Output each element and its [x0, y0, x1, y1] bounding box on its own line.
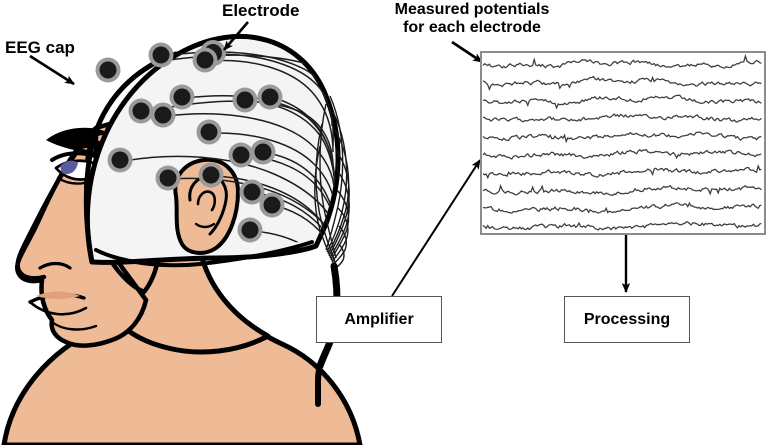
eyebrow — [46, 127, 118, 157]
electrode[interactable] — [198, 162, 224, 188]
electrode[interactable] — [232, 87, 258, 113]
eeg-trace — [482, 148, 762, 160]
amplifier-to-panel-arrow — [391, 159, 481, 297]
eeg-trace — [482, 75, 762, 92]
processing-box[interactable]: Processing — [564, 296, 690, 343]
amplifier-box-label: Amplifier — [344, 310, 414, 328]
eeg-trace — [482, 113, 762, 123]
eeg-trace — [482, 164, 762, 180]
electrode[interactable] — [239, 179, 265, 205]
electrode[interactable] — [148, 42, 174, 68]
eeg-trace — [482, 131, 762, 144]
electrode-group — [95, 40, 285, 243]
eeg-trace — [482, 53, 762, 69]
lower-lip — [28, 300, 88, 316]
amplifier-box[interactable]: Amplifier — [316, 296, 442, 343]
measured-potentials-line1: Measured potentials — [394, 1, 550, 18]
electrode[interactable] — [169, 84, 195, 110]
eeg-traces — [482, 53, 762, 231]
eeg-panel-frame — [480, 51, 766, 235]
measured-potentials-line2: for each electrode — [403, 19, 541, 37]
electrode[interactable] — [192, 47, 218, 73]
eeg-trace — [482, 94, 762, 110]
eye-iris — [60, 160, 78, 174]
electrode[interactable] — [128, 98, 154, 124]
electrode[interactable] — [259, 192, 285, 218]
eeg-cap-label: EEG cap — [5, 38, 75, 57]
measured-potentials-label: Measured potentials for each electrode — [382, 1, 562, 38]
electrode[interactable] — [107, 147, 133, 173]
eeg-trace — [482, 221, 762, 231]
electrode[interactable] — [150, 102, 176, 128]
electrode[interactable] — [155, 165, 181, 191]
processing-box-label: Processing — [583, 310, 671, 328]
cap-front-edge — [83, 51, 179, 265]
ear — [173, 157, 240, 255]
main-cable-lower — [315, 363, 323, 407]
electrode[interactable] — [257, 84, 283, 110]
eeg-trace — [482, 183, 762, 196]
eeg-cap-arrow — [29, 54, 75, 86]
eeg-trace — [482, 201, 762, 215]
electrode[interactable] — [250, 139, 276, 165]
cable-bundle-strands — [314, 95, 350, 269]
measured-potentials-arrow — [451, 40, 483, 64]
nostril — [38, 261, 72, 270]
electrode[interactable] — [228, 142, 254, 168]
cap-bottom-strap — [94, 240, 314, 268]
electrode[interactable] — [95, 57, 121, 83]
chin-line — [50, 320, 98, 331]
electrode-label: Electrode — [222, 1, 300, 20]
ear-lobe-line — [194, 222, 216, 229]
electrode-arrow — [223, 21, 249, 51]
ear-helix — [188, 174, 228, 236]
ear-antihelix — [196, 190, 217, 212]
electrode[interactable] — [237, 217, 263, 243]
lip-fill — [36, 291, 80, 299]
electrode[interactable] — [196, 119, 222, 145]
